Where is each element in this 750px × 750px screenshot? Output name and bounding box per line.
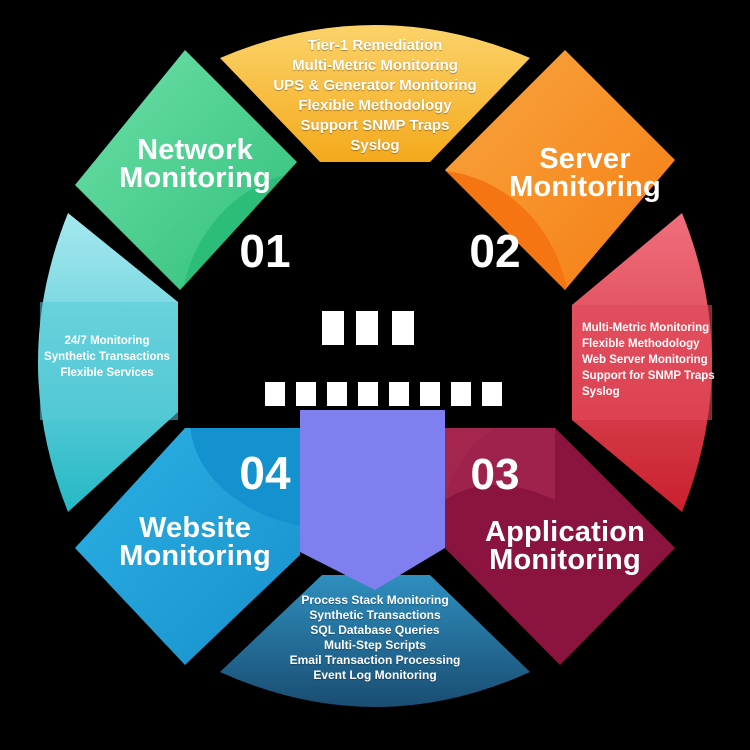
- top-list-item: UPS & Generator Monitoring: [273, 77, 477, 94]
- top-list-segment: [220, 25, 530, 162]
- network-title-line2: Monitoring: [119, 162, 271, 194]
- top-list-item: Flexible Methodology: [298, 97, 452, 114]
- left-list: 24/7 Monitoring Synthetic Transactions F…: [32, 333, 182, 381]
- left-list-band: [40, 302, 178, 420]
- server-number: 02: [469, 225, 521, 277]
- website-number: 04: [239, 447, 291, 499]
- left-list-item: 24/7 Monitoring: [64, 335, 150, 347]
- server-title-line2: Monitoring: [509, 171, 661, 203]
- left-list-item: Synthetic Transactions: [44, 351, 170, 363]
- right-list-item: Flexible Methodology: [582, 338, 700, 350]
- bottom-list-item: Process Stack Monitoring: [301, 593, 449, 607]
- bottom-list-segment: [220, 575, 530, 707]
- website-title: Website Monitoring: [100, 512, 290, 572]
- network-number: 01: [239, 225, 291, 277]
- network-title: Network Monitoring: [100, 134, 290, 194]
- application-title-line2: Monitoring: [489, 544, 641, 576]
- bottom-list-item: SQL Database Queries: [310, 623, 440, 637]
- server-title: Server Monitoring: [490, 143, 680, 203]
- top-list: Tier-1 Remediation Multi-Metric Monitori…: [250, 36, 500, 156]
- application-title-line1: Application: [484, 516, 646, 548]
- bottom-list-item: Event Log Monitoring: [313, 668, 437, 682]
- bottom-list-item: Synthetic Transactions: [309, 608, 441, 622]
- website-title-line1: Website: [138, 512, 252, 544]
- right-list: Multi-Metric Monitoring Flexible Methodo…: [582, 320, 722, 400]
- top-list-item: Support SNMP Traps: [300, 117, 450, 134]
- server-title-line1: Server: [539, 143, 631, 175]
- right-list-band: [572, 305, 712, 420]
- website-title-line2: Monitoring: [119, 540, 271, 572]
- right-list-item: Support for SNMP Traps: [582, 370, 715, 382]
- application-number: 03: [470, 450, 520, 499]
- top-list-item: Tier-1 Remediation: [307, 37, 443, 54]
- top-list-item: Syslog: [350, 137, 400, 154]
- right-list-item: Multi-Metric Monitoring: [582, 322, 710, 334]
- center-title: [265, 311, 502, 406]
- top-list-item: Multi-Metric Monitoring: [292, 57, 458, 74]
- right-list-item: Web Server Monitoring: [582, 354, 708, 366]
- network-title-line1: Network: [137, 134, 253, 166]
- left-list-item: Flexible Services: [60, 367, 154, 379]
- application-title: Application Monitoring: [470, 516, 660, 576]
- bottom-list-item: Multi-Step Scripts: [323, 638, 426, 652]
- bottom-list-item: Email Transaction Processing: [289, 653, 461, 667]
- center-purple-segment: [300, 410, 445, 590]
- website-tile: [75, 428, 300, 665]
- bottom-list: Process Stack Monitoring Synthetic Trans…: [250, 593, 500, 683]
- right-list-item: Syslog: [582, 386, 620, 398]
